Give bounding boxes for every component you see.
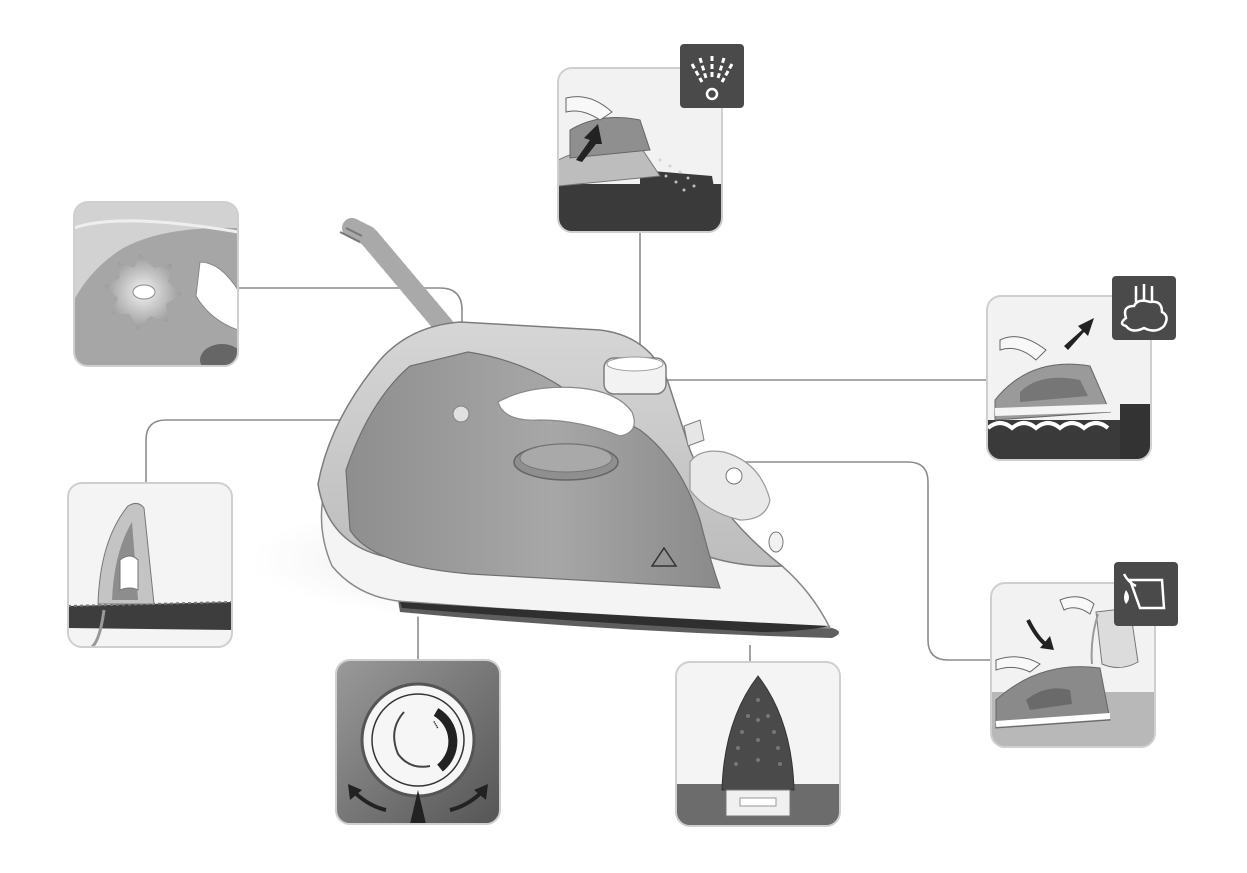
panel-soleplate bbox=[676, 662, 840, 826]
spray-icon bbox=[680, 44, 744, 108]
anti-calc-valve-dot bbox=[453, 406, 469, 422]
panel-anti-calc-valve bbox=[74, 202, 244, 376]
steam-cloud-icon bbox=[1112, 276, 1176, 340]
self-clean-button bbox=[769, 532, 783, 552]
panel-heel-rest bbox=[68, 483, 232, 647]
iron-illustration bbox=[250, 228, 839, 638]
panel-temperature-dial: •••• bbox=[336, 660, 500, 824]
spray-button bbox=[684, 420, 704, 446]
water-pour-icon bbox=[1114, 562, 1178, 626]
